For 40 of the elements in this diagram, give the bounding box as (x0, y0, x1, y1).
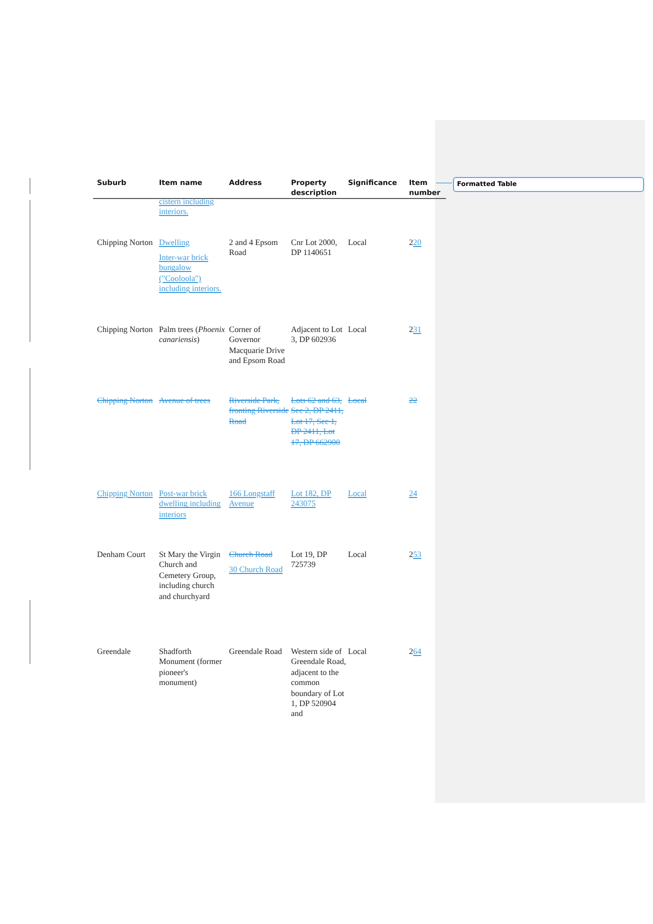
cell-text: Cnr Lot 2000, DP 1140651 (291, 238, 338, 259)
cell-text: Western side of Greendale Road, adjacent to the common boundary of Lot 1, DP 520904 and (291, 647, 347, 720)
leader-line (436, 182, 452, 184)
cell-text: Local (348, 238, 368, 248)
cell-text: Chipping Norton (97, 238, 154, 248)
deleted-text: Riverside Park, fronting Riverside Road (229, 396, 289, 428)
deleted-text: Local (348, 396, 368, 406)
cell-text: Shadforth Monument (former pioneer's monument) (159, 647, 223, 689)
inserted-text: 166 Longstaff Avenue (229, 489, 276, 510)
cell-text: Corner of Governor Macquarie Drive and Epsom Road (229, 325, 286, 367)
cell-text: 231 (409, 325, 422, 336)
cell-text: 2 and 4 Epsom Road (229, 238, 279, 259)
cell-text: Local (348, 325, 368, 336)
inserted-text: cistern including interiors. (159, 197, 215, 218)
cell-text: 220 (409, 238, 422, 248)
inserted-text: Post-war brick dwelling including interiors (159, 489, 222, 520)
cell-text: Greendale (97, 647, 132, 658)
cell-text: Greendale Road (229, 647, 283, 658)
inserted-text: Chipping Norton (97, 489, 154, 500)
inserted-text: Dwelling (159, 238, 190, 248)
inserted-text: Inter-war brick bungalow ("Cooloola") including interiors. (159, 253, 222, 295)
cell-text: Palm trees (Phoenix canariensis) (159, 325, 225, 346)
cell-text: St Mary the Virgin Church and Cemetery Group, including church and churchyard (159, 550, 222, 602)
cell-text: Local (348, 647, 368, 658)
inserted-text: Local (348, 489, 368, 500)
deleted-text: Church Road (229, 550, 274, 560)
cell-text: 253 (409, 550, 422, 560)
inserted-text: 30 Church Road (229, 565, 284, 576)
deleted-text: Chipping Norton (97, 396, 154, 406)
cell-text: Lot 19, DP 725739 (291, 550, 328, 571)
cell-text: Denham Court (97, 550, 146, 560)
cell-text: 264 (409, 647, 422, 658)
cell-text: Adjacent to Lot 3, DP 602936 (291, 325, 344, 346)
cell-text: Local (348, 550, 368, 560)
deleted-text: Avenue of trees (159, 396, 212, 406)
deleted-text: Lots 62 and 63, Sec 2, DP 2411, Lot 17, Sec 1, DP 2411, Lot 17, DP 662900 (291, 396, 344, 448)
cell-text: Chipping Norton (97, 325, 154, 336)
inserted-text: Lot 182, DP 243075 (291, 489, 332, 510)
inserted-text: 24 (409, 489, 418, 500)
deleted-text: 22 (409, 396, 418, 406)
